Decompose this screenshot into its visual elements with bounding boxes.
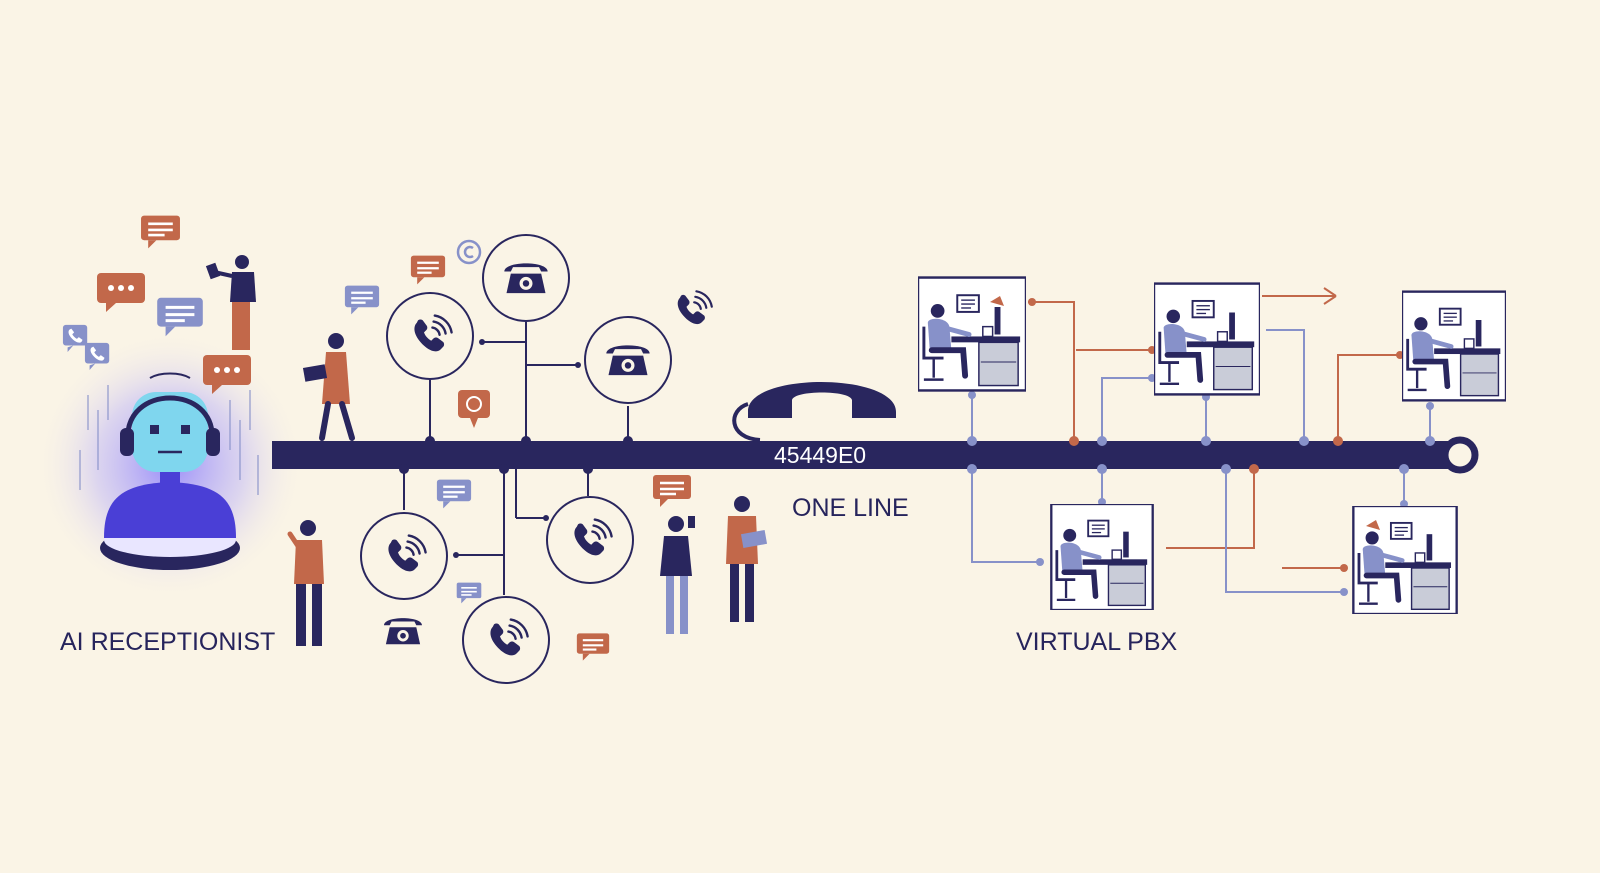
person-figure	[302, 333, 355, 441]
phone-bubble-icon	[62, 324, 88, 352]
call-node-lower	[360, 512, 448, 600]
headset-icon	[120, 372, 220, 456]
call-connectors-lower	[403, 469, 589, 595]
virtual-pbx-label: VIRTUAL PBX	[1016, 628, 1177, 656]
office-workstation-icon	[918, 278, 1026, 391]
one-line-label: ONE LINE	[792, 494, 909, 522]
bus-nodes-upper	[425, 339, 633, 446]
ai-receptionist-group	[35, 214, 324, 646]
chat-bubble-icon	[458, 390, 490, 428]
pbx-connectors	[971, 295, 1431, 593]
office-workstation-icon	[1353, 506, 1456, 614]
call-node-upper	[386, 292, 474, 380]
telephone-handset-icon	[732, 382, 896, 442]
chat-bubble-icon	[652, 474, 692, 508]
person-figure	[660, 516, 695, 634]
bus-nodes-lower	[399, 464, 593, 558]
data-streams	[79, 385, 259, 495]
pbx-bus-nodes	[967, 298, 1435, 596]
chat-bubble-icon	[456, 582, 482, 604]
call-connectors-upper	[429, 322, 629, 441]
arrow-right-icon	[1323, 287, 1337, 305]
call-node-upper	[584, 316, 672, 404]
mobile-phone-icon	[676, 290, 713, 326]
office-workstation-icon	[1051, 504, 1152, 610]
person-figure	[205, 255, 256, 350]
person-figure	[726, 496, 768, 622]
copyright-icon	[456, 239, 482, 265]
call-node-lower	[546, 496, 634, 584]
person-figure	[287, 520, 324, 646]
office-workstation-icon	[1154, 284, 1260, 395]
one-line-bus	[272, 436, 1479, 474]
chat-bubble-icon	[97, 273, 145, 312]
chat-bubble-icon	[410, 254, 446, 286]
desk-lamp-icon	[990, 296, 1380, 530]
phone-number-label: 45449E0	[774, 442, 866, 468]
chat-bubble-icon	[576, 632, 610, 662]
office-workstation-icon	[1402, 292, 1506, 401]
chat-bubble-icon	[436, 478, 472, 510]
chat-bubble-icon	[344, 284, 380, 316]
ai-receptionist-label: AI RECEPTIONIST	[60, 628, 275, 656]
call-node-upper	[482, 234, 570, 322]
chat-bubble-icon	[140, 214, 181, 250]
robot-receptionist-icon	[100, 392, 240, 570]
call-node-lower	[462, 596, 550, 684]
rotary-phone-icon	[384, 618, 422, 645]
